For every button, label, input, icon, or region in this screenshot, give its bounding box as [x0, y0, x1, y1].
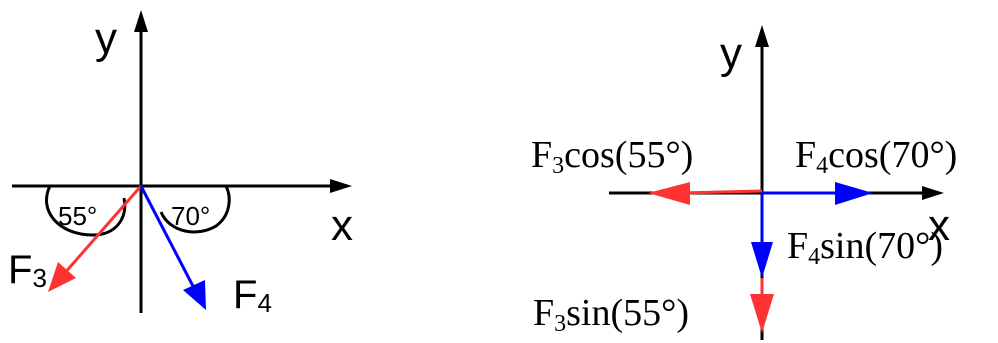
angle-label-70: 70°: [171, 201, 210, 231]
left-angle-arc-70: [159, 185, 231, 234]
right-x-axis-arrowhead: [922, 186, 944, 200]
f3-label: F3: [8, 248, 47, 293]
right-diagram: y x F3cos(55°) F4cos(70°) F4sin(70°) F3s…: [531, 25, 957, 340]
f3-cos-label-sub: 3: [552, 153, 564, 179]
f4-sin-label-base: F: [787, 225, 808, 267]
f4-sin-label: F4sin(70°): [787, 225, 943, 270]
f4-vector: [139, 185, 197, 291]
right-x-axis-label: x: [928, 201, 950, 250]
f3-sin-label-base: F: [533, 292, 554, 334]
right-y-axis-arrowhead: [755, 25, 769, 47]
f4-label-sub: 4: [257, 288, 271, 318]
f3-sin-component-arrowhead: [750, 294, 774, 333]
f4-cos-label: F4cos(70°): [795, 134, 957, 179]
f3-cos-label-base: F: [531, 134, 552, 176]
f4-vector-arrowhead: [183, 280, 206, 310]
f3-sin-label-sub: 3: [554, 311, 566, 337]
left-y-axis-arrowhead: [134, 10, 148, 32]
left-x-axis-label: x: [331, 201, 353, 250]
angle-label-55: 55°: [58, 201, 97, 231]
f3-cos-component: [679, 189, 763, 195]
f4-cos-label-sub: 4: [816, 153, 828, 179]
f4-sin-label-rest: sin(70°): [820, 225, 943, 267]
f4-cos-label-base: F: [795, 134, 816, 176]
f3-cos-label: F3cos(55°): [531, 134, 693, 179]
f4-cos-component-arrowhead: [835, 182, 873, 205]
f3-cos-label-rest: cos(55°): [564, 134, 693, 176]
left-y-axis-label: y: [95, 14, 117, 63]
f3-cos-component-arrowhead: [648, 182, 690, 205]
f3-label-sub: 3: [32, 263, 46, 293]
f4-label-base: F: [233, 273, 257, 317]
f4-sin-component-arrowhead: [751, 242, 773, 278]
f4-sin-label-sub: 4: [808, 244, 820, 270]
left-x-axis-arrowhead: [330, 179, 352, 193]
right-y-axis-label: y: [720, 29, 742, 78]
f3-sin-label-rest: sin(55°): [566, 292, 689, 334]
f3-vector: [61, 185, 143, 276]
f4-cos-label-rest: cos(70°): [828, 134, 957, 176]
left-diagram: y x 55° 70° F3 F4: [8, 10, 353, 318]
left-angle-arc-55: [45, 185, 127, 237]
f3-label-base: F: [8, 248, 32, 292]
f3-vector-arrowhead: [48, 262, 76, 292]
f4-label: F4: [233, 273, 272, 318]
f3-sin-label: F3sin(55°): [533, 292, 689, 337]
